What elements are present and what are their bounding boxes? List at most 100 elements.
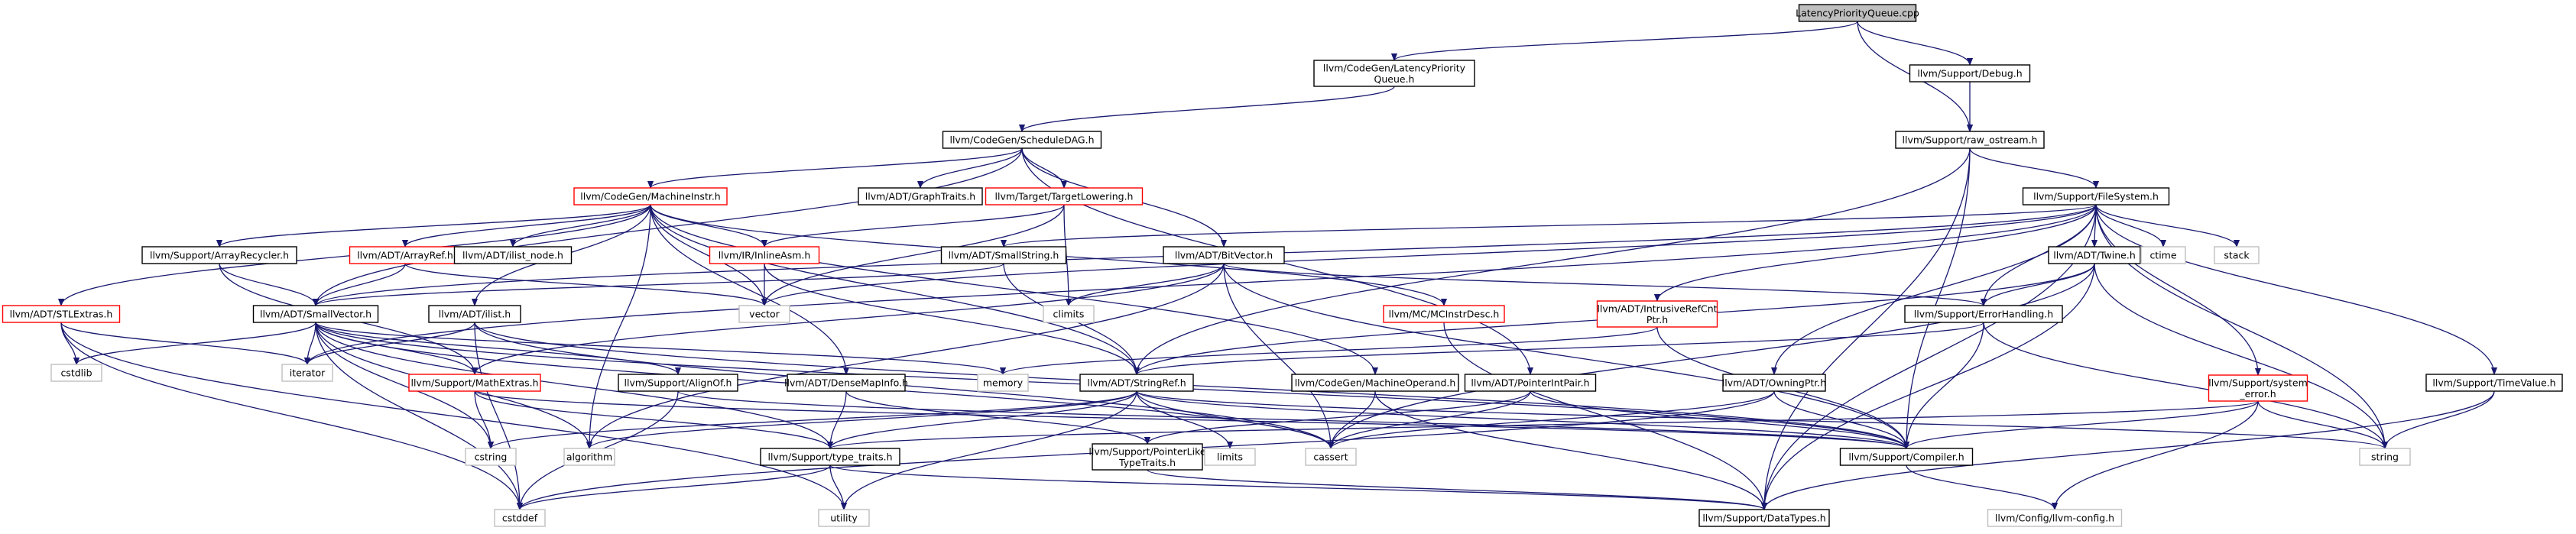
edge-owningptr-to-cassert [1331, 390, 1775, 449]
node-syserr[interactable]: llvm/Support/system_error.h [2208, 374, 2308, 402]
edge-stlextras-to-cstdlib [60, 322, 76, 364]
edge-stlextras-to-cstddef [60, 322, 520, 510]
edge-lpq-to-sdag [1022, 86, 1395, 132]
node-box [1313, 60, 1475, 87]
edge-fs-to-stack [2095, 204, 2237, 248]
node-label: llvm/Support/AlignOf.h [625, 377, 732, 389]
node-box [1987, 509, 2123, 527]
node-cstring: cstring [465, 448, 517, 466]
node-box [818, 509, 870, 527]
node-label: _error.h [2239, 388, 2276, 400]
node-ilistnode[interactable]: llvm/ADT/ilist_node.h [453, 246, 573, 264]
node-errhand[interactable]: llvm/Support/ErrorHandling.h [1904, 305, 2063, 323]
node-debug[interactable]: llvm/Support/Debug.h [1909, 64, 2031, 83]
node-box [494, 509, 546, 527]
node-box [1798, 4, 1917, 22]
edge-mi-to-vector [650, 204, 764, 306]
node-twine[interactable]: llvm/ADT/Twine.h [2048, 246, 2141, 264]
node-ilist[interactable]: llvm/ADT/ilist.h [428, 305, 521, 323]
node-label: string [2371, 451, 2399, 463]
node-label: ctime [2149, 250, 2176, 261]
node-ptrintpair[interactable]: llvm/ADT/PointerIntPair.h [1464, 374, 1597, 392]
node-utility: utility [818, 509, 870, 527]
edge-stringref-to-algorithm [589, 390, 1137, 449]
node-smallstr[interactable]: llvm/ADT/SmallString.h [940, 246, 1067, 264]
edge-fs-to-intrusive [1657, 204, 2097, 302]
node-label: cassert [1313, 451, 1348, 463]
node-ctime: ctime [2140, 246, 2186, 264]
node-label: llvm/ADT/StringRef.h [1087, 377, 1186, 389]
edge-smallvec-to-alignof [315, 322, 678, 375]
node-limits: limits [1204, 448, 1256, 466]
node-box [1464, 374, 1597, 392]
edge-inlasm-to-stringref [764, 263, 1137, 374]
node-label: llvm/MC/MCInstrDesc.h [1389, 309, 1500, 320]
edge-errhand-to-stringref [1137, 322, 1984, 375]
node-mi[interactable]: llvm/CodeGen/MachineInstr.h [573, 187, 728, 206]
edge-mi-to-arrref [405, 204, 651, 248]
node-lpq[interactable]: llvm/CodeGen/LatencyPriorityQueue.h [1313, 60, 1475, 87]
edge-fs-to-ctime [2095, 204, 2163, 248]
node-arrrec[interactable]: llvm/Support/ArrayRecycler.h [141, 246, 297, 264]
edge-syserr-to-compiler [1906, 400, 2259, 449]
node-label: llvm/ADT/GraphTraits.h [865, 191, 975, 202]
node-root[interactable]: LatencyPriorityQueue.cpp [1796, 4, 1919, 22]
node-box [563, 448, 615, 466]
node-box [1291, 374, 1459, 392]
node-timeval[interactable]: llvm/Support/TimeValue.h [2425, 374, 2563, 392]
node-stlextras[interactable]: llvm/ADT/STLExtras.h [2, 305, 121, 323]
node-inlasm[interactable]: llvm/IR/InlineAsm.h [709, 246, 820, 264]
node-box [428, 305, 521, 323]
node-label: llvm/Support/Compiler.h [1848, 451, 1964, 463]
node-gtraits[interactable]: llvm/ADT/GraphTraits.h [858, 187, 983, 206]
node-box [2425, 374, 2563, 392]
node-label: llvm/Support/DataTypes.h [1702, 513, 1825, 524]
node-owningptr[interactable]: llvm/ADT/OwningPtr.h [1722, 374, 1826, 392]
node-typetraits[interactable]: llvm/Support/type_traits.h [760, 448, 900, 466]
node-box [2022, 187, 2170, 206]
edge-stlextras-to-iterator [60, 322, 307, 365]
edge-syserr-to-string [2257, 400, 2385, 449]
node-stack: stack [2214, 246, 2260, 264]
node-box [1722, 374, 1826, 392]
edge-tlow-to-vector [764, 204, 1065, 306]
node-cstddef: cstddef [494, 509, 546, 527]
edge-twine-to-cassert [1331, 263, 2095, 448]
node-mop[interactable]: llvm/CodeGen/MachineOperand.h [1291, 374, 1459, 392]
node-datatypes[interactable]: llvm/Support/DataTypes.h [1698, 509, 1830, 527]
node-layer: LatencyPriorityQueue.cpp llvm/CodeGen/Lat… [2, 4, 2563, 527]
edge-tlow-to-inlasm [764, 204, 1065, 248]
node-rawos[interactable]: llvm/Support/raw_ostream.h [1895, 131, 2045, 149]
node-alignof[interactable]: llvm/Support/AlignOf.h [618, 374, 738, 392]
node-label: llvm/ADT/Twine.h [2053, 250, 2136, 261]
node-label: llvm/Target/TargetLowering.h [995, 191, 1134, 202]
node-stringref[interactable]: llvm/ADT/StringRef.h [1079, 374, 1194, 392]
node-box [252, 305, 379, 323]
node-smallvec[interactable]: llvm/ADT/SmallVector.h [252, 305, 379, 323]
node-mathext[interactable]: llvm/Support/MathExtras.h [408, 374, 541, 392]
node-densemapinfo[interactable]: llvm/ADT/DenseMapInfo.h [784, 374, 908, 392]
node-label: algorithm [566, 451, 612, 463]
node-box [1305, 448, 1357, 466]
node-tlow[interactable]: llvm/Target/TargetLowering.h [985, 187, 1144, 206]
node-sdag[interactable]: llvm/CodeGen/ScheduleDAG.h [942, 131, 1102, 149]
node-algorithm: algorithm [563, 448, 615, 466]
node-box [1596, 300, 1718, 328]
edge-mi-to-stringref [650, 204, 1137, 374]
edge-bitvec-to-compiler [1223, 263, 1906, 448]
edge-syserr-to-typetraits [830, 400, 2259, 449]
edge-fs-to-smallstr [1004, 204, 2097, 248]
node-fs[interactable]: llvm/Support/FileSystem.h [2022, 187, 2170, 206]
node-bitvec[interactable]: llvm/ADT/BitVector.h [1163, 246, 1285, 264]
edge-densemapinfo-to-typetraits [830, 390, 847, 448]
node-arrref[interactable]: llvm/ADT/ArrayRef.h [349, 246, 462, 264]
node-vector: vector [738, 305, 790, 323]
node-box [465, 448, 517, 466]
edge-root-to-lpq [1394, 21, 1858, 61]
node-box [977, 374, 1029, 392]
node-compiler[interactable]: llvm/Support/Compiler.h [1839, 448, 1974, 466]
node-mcinstr[interactable]: llvm/MC/MCInstrDesc.h [1383, 305, 1505, 323]
